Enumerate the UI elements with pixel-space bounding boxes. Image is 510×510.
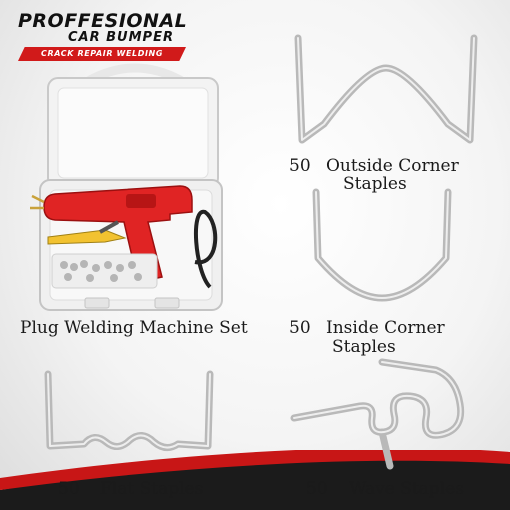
inside-corner-label-2: Staples: [332, 337, 396, 357]
welding-kit-case-image: [30, 63, 223, 311]
brand-tagline: CRACK REPAIR WELDING MACHINE: [18, 47, 186, 61]
inside-corner-staple-image: [312, 188, 452, 302]
outside-corner-staple-image: [294, 34, 478, 144]
brand-subtitle: CAR BUMPER: [68, 30, 174, 45]
red-swoosh-band: [0, 450, 510, 510]
flat-staples-quantity: 50: [58, 479, 80, 499]
brand-title: PROFFESIONAL: [18, 10, 188, 32]
flat-staples-label: Flat Staples: [100, 479, 204, 499]
wave-staples-label: Wave Staples: [349, 479, 464, 499]
outside-corner-label-2: Staples: [343, 174, 407, 194]
inside-corner-quantity: 50: [289, 318, 311, 338]
kit-caption: Plug Welding Machine Set: [20, 318, 248, 338]
outside-corner-quantity: 50: [289, 156, 311, 176]
inside-corner-label: Inside Corner: [326, 318, 445, 338]
wave-staple-image: [290, 358, 465, 470]
wave-staples-quantity: 50: [306, 479, 328, 499]
flat-staple-image: [44, 370, 214, 451]
outside-corner-label: Outside Corner: [326, 156, 459, 176]
